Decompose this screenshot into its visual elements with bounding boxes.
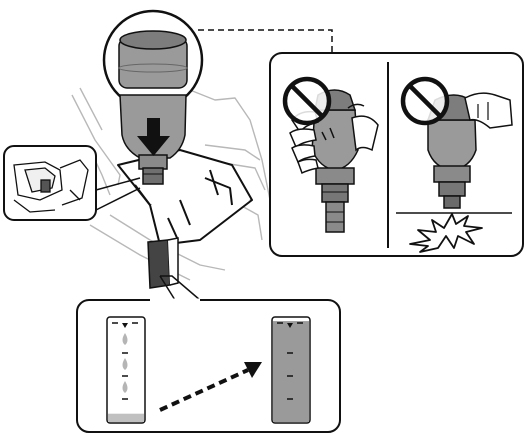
ink-tank-body — [147, 237, 179, 289]
tank-after — [271, 316, 311, 424]
prohibition-icon-2 — [400, 76, 450, 126]
tank-before — [106, 316, 146, 424]
do-not-drop-bottle — [396, 92, 513, 214]
ink-drop-icon — [122, 381, 128, 393]
ink-drop-icon — [122, 333, 128, 345]
nozzle-detail-callout — [3, 145, 141, 221]
down-arrow-icon — [137, 118, 170, 156]
ink-tank-unit — [117, 149, 253, 246]
fill-direction-arrow — [159, 362, 262, 412]
bottle-closeup-circle — [102, 9, 204, 111]
ink-drop-icon — [122, 358, 128, 370]
ink-level-after — [273, 321, 309, 422]
prohibition-icon — [282, 76, 332, 126]
callout-connector — [198, 29, 333, 53]
impact-burst-icon — [409, 213, 483, 253]
ink-level-before — [108, 413, 144, 422]
